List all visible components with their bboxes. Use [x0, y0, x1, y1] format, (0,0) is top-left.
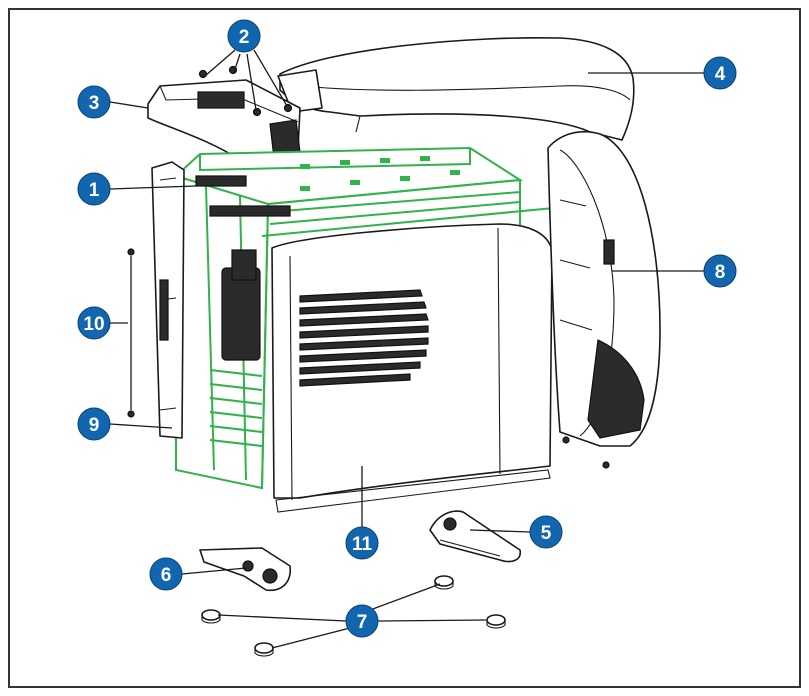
callout-4: 4	[703, 56, 737, 90]
callout-circle	[703, 254, 737, 288]
callout-number: 10	[83, 314, 104, 335]
callout-number: 1	[89, 180, 100, 201]
callout-number: 2	[239, 27, 250, 48]
callout-circle	[77, 85, 111, 119]
callout-1: 1	[77, 172, 111, 206]
callout-circle	[345, 604, 379, 638]
callout-number: 9	[89, 415, 100, 436]
left-foot-part	[199, 547, 291, 592]
callout-circle	[77, 172, 111, 206]
callout-7: 7	[345, 604, 379, 638]
callout-circle	[149, 557, 183, 591]
callout-10: 10	[77, 306, 111, 340]
callout-2: 2	[227, 19, 261, 53]
side-panel-screws-part	[127, 248, 135, 418]
callout-circle	[529, 515, 563, 549]
callout-5: 5	[529, 515, 563, 549]
side-panel-part	[261, 206, 556, 513]
callout-number: 6	[161, 565, 172, 586]
callout-6: 6	[149, 557, 183, 591]
callout-number: 5	[541, 523, 552, 544]
callout-circle	[77, 306, 111, 340]
chassis-part	[174, 146, 523, 490]
callout-3: 3	[77, 85, 111, 119]
callout-circle	[227, 19, 261, 53]
callout-number: 3	[89, 93, 100, 114]
front-top-bezel-part	[147, 79, 301, 161]
callout-11: 11	[345, 526, 379, 560]
callout-number: 8	[715, 262, 726, 283]
front-bezel-part	[547, 130, 661, 447]
callout-circle	[345, 526, 379, 560]
diagram-frame	[8, 8, 801, 688]
callout-circle	[77, 407, 111, 441]
top-cover-part	[277, 36, 635, 141]
callout-9: 9	[77, 407, 111, 441]
callout-number: 7	[357, 612, 368, 633]
callout-8: 8	[703, 254, 737, 288]
callout-number: 11	[352, 534, 373, 555]
callout-number: 4	[715, 64, 726, 85]
leader-lines	[109, 49, 704, 649]
bezel-screws-part	[562, 436, 610, 469]
right-foot-part	[429, 510, 522, 563]
callout-circle	[703, 56, 737, 90]
left-side-panel-part	[151, 161, 185, 439]
callout-group: 1 2 3 4 5 6 7 8 9 10 11	[77, 19, 737, 638]
